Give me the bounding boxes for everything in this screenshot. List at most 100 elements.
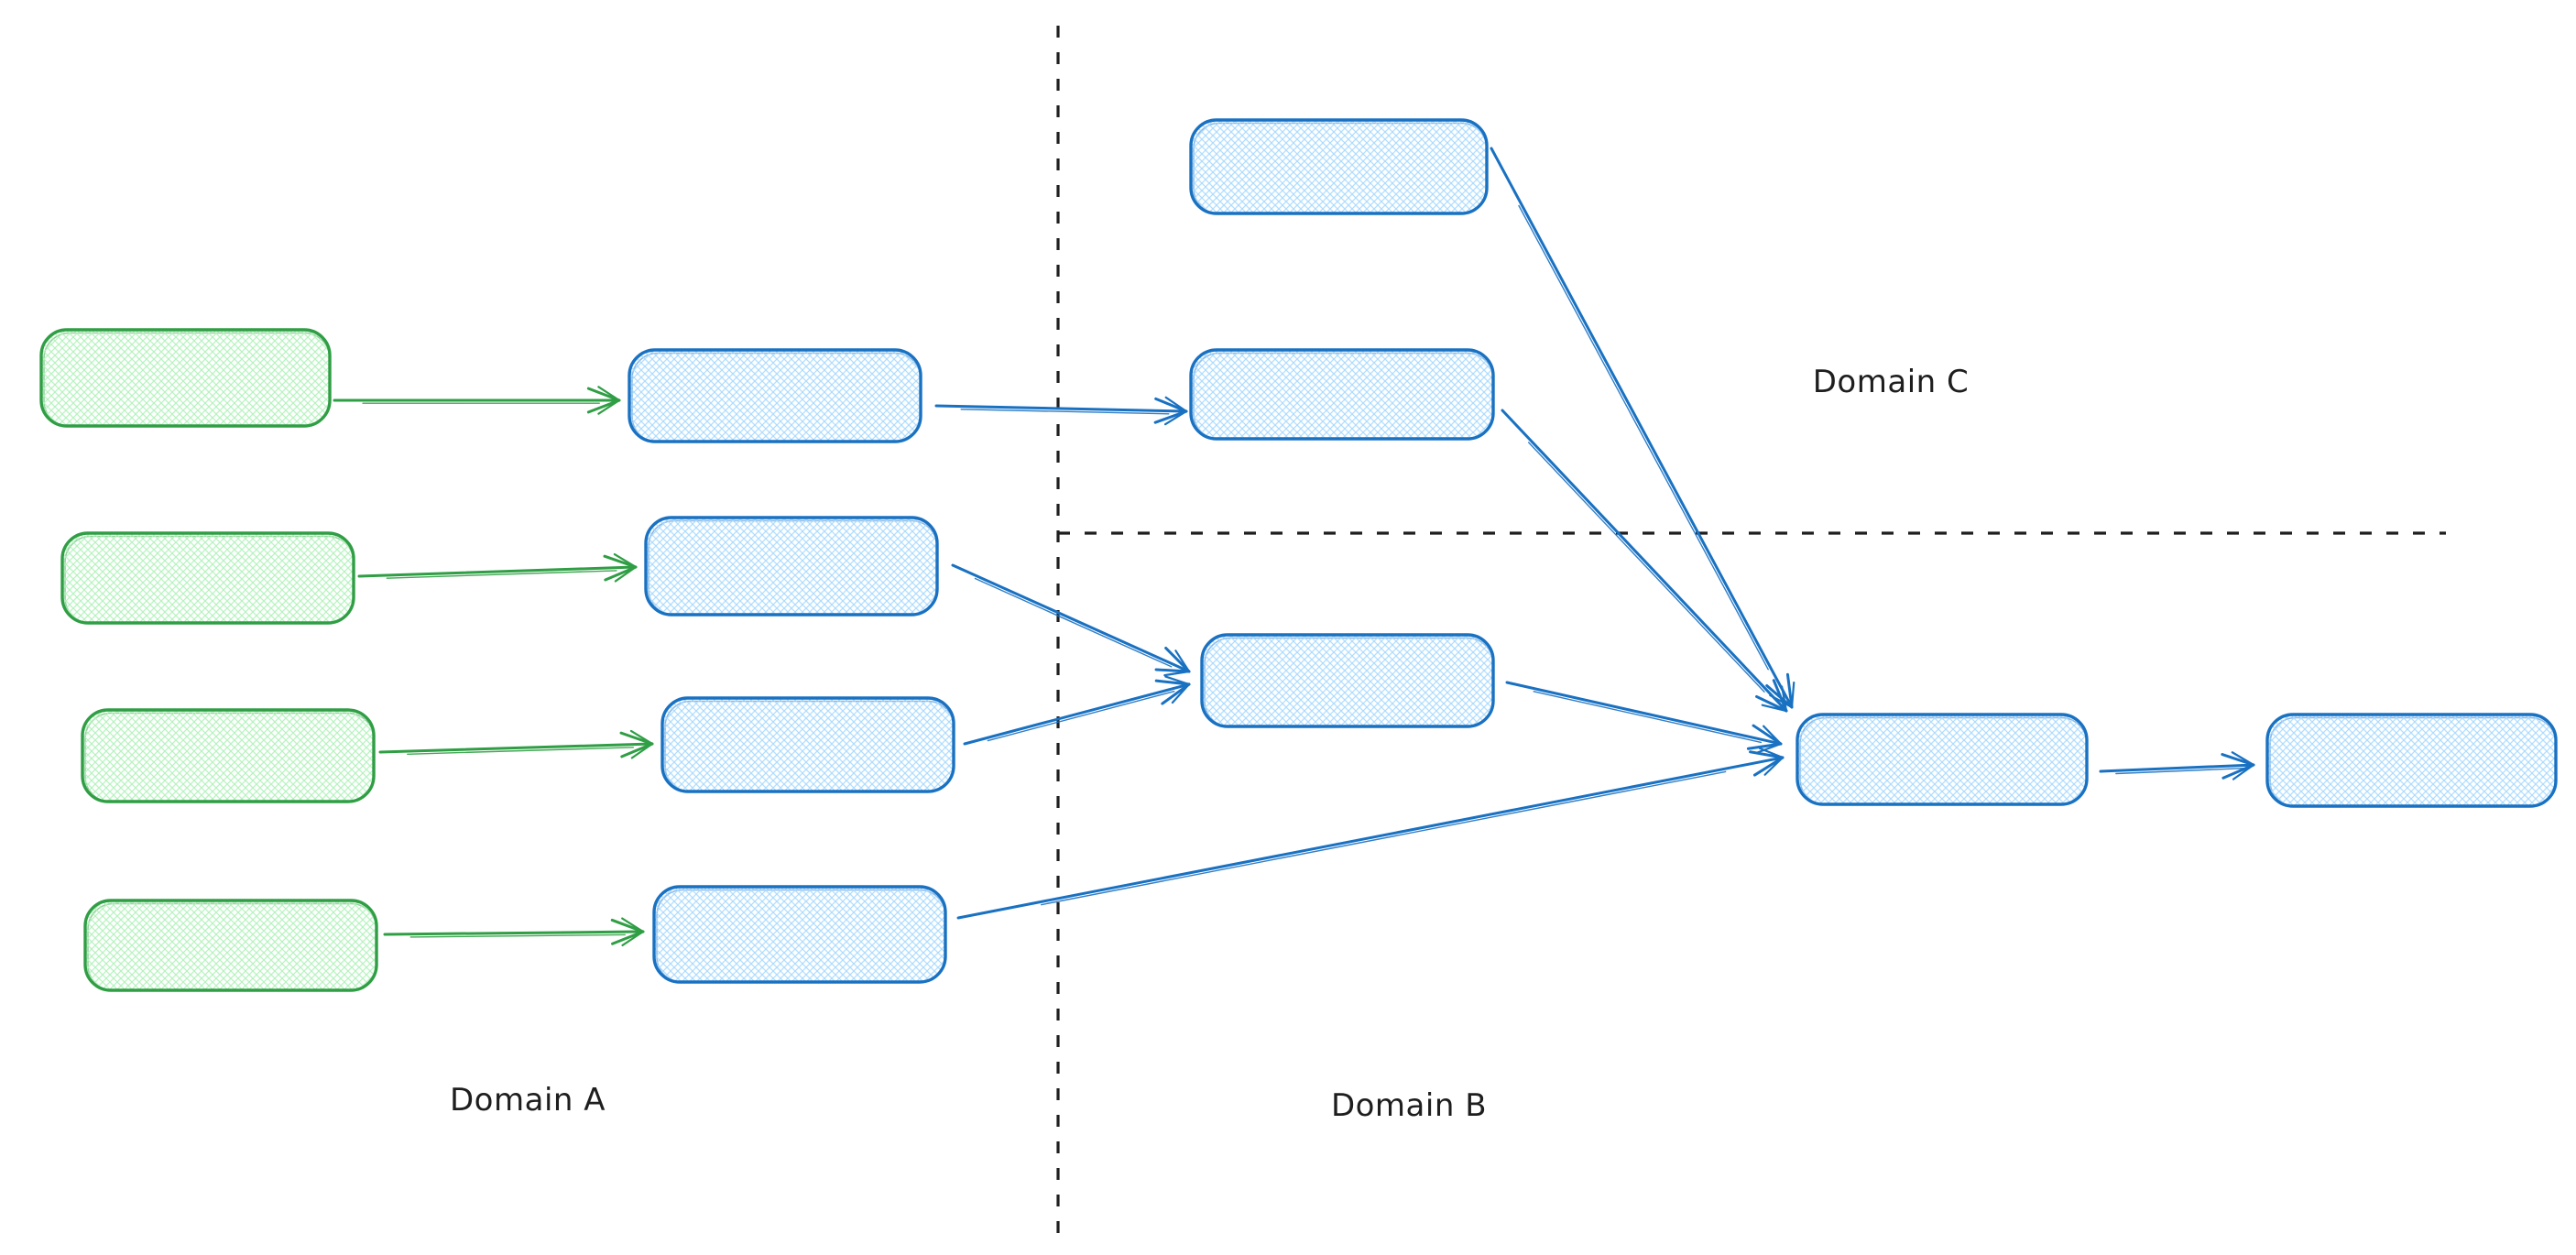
arrow-shaft-echo bbox=[974, 577, 1173, 668]
domain-b-middle[interactable] bbox=[1200, 633, 1495, 728]
arrow-head bbox=[1772, 679, 1788, 713]
node-shape bbox=[1189, 348, 1495, 441]
arrow-head bbox=[2221, 763, 2255, 780]
arrow-shaft bbox=[1505, 681, 1778, 745]
arrow-shaft bbox=[378, 742, 649, 754]
arrow-head bbox=[629, 729, 654, 746]
node-shape bbox=[652, 885, 947, 984]
arrow-head bbox=[2221, 753, 2255, 767]
arrow-shaft-echo bbox=[1533, 691, 1763, 744]
domain-a-stage-1[interactable] bbox=[628, 348, 922, 443]
node-shape bbox=[1189, 118, 1489, 215]
arrow-head bbox=[1164, 396, 1188, 413]
edge-stage2-middle[interactable] bbox=[951, 563, 1191, 677]
arrow-shaft bbox=[2099, 763, 2251, 773]
arrow-head bbox=[1161, 682, 1191, 705]
edge-hub-output[interactable] bbox=[2099, 751, 2255, 780]
arrow-head bbox=[1154, 679, 1191, 686]
edge-stage1-upper[interactable] bbox=[934, 396, 1188, 426]
arrow-head bbox=[614, 565, 638, 583]
arrow-head bbox=[1163, 409, 1188, 426]
arrow-head bbox=[1171, 682, 1191, 704]
arrow-head bbox=[619, 731, 654, 746]
edge-cnode-hub[interactable] bbox=[1490, 147, 1796, 709]
domain-a-source-4[interactable] bbox=[83, 899, 378, 992]
arrow-shaft-echo bbox=[1040, 770, 1727, 906]
domain-b-upper[interactable] bbox=[1189, 348, 1495, 441]
arrow-head bbox=[1174, 649, 1191, 673]
arrow-shaft-echo bbox=[960, 409, 1170, 415]
arrow-shaft bbox=[1490, 147, 1792, 705]
arrow-head bbox=[604, 565, 638, 582]
arrow-head bbox=[630, 742, 654, 759]
arrow-head bbox=[621, 930, 645, 947]
arrow-shaft-echo bbox=[386, 570, 617, 579]
arrow-shaft-echo bbox=[2115, 767, 2244, 775]
node-shape bbox=[39, 328, 332, 428]
domain-a-stage-4[interactable] bbox=[652, 885, 947, 984]
domain-a-source-1[interactable] bbox=[39, 328, 332, 428]
node-shape bbox=[660, 696, 955, 793]
arrow-head bbox=[1752, 724, 1783, 746]
arrow-head bbox=[1763, 756, 1785, 776]
arrow-shaft-echo bbox=[1518, 204, 1769, 671]
arrow-head bbox=[611, 930, 645, 945]
label-domain-b[interactable]: Domain B bbox=[1331, 1087, 1487, 1124]
arrow-head bbox=[1749, 750, 1785, 759]
node-shape bbox=[628, 348, 922, 443]
domain-a-stage-2[interactable] bbox=[644, 516, 939, 617]
edge-source2-stage2[interactable] bbox=[357, 552, 638, 583]
arrow-head bbox=[1781, 685, 1788, 713]
arrow-head bbox=[1164, 646, 1191, 673]
arrow-head bbox=[586, 398, 621, 414]
arrow-shaft bbox=[934, 404, 1184, 413]
edge-middle-hub[interactable] bbox=[1505, 681, 1783, 754]
arrow-shaft bbox=[1501, 409, 1785, 709]
domain-a-source-2[interactable] bbox=[60, 531, 355, 625]
arrow-head bbox=[1785, 672, 1794, 709]
arrow-head bbox=[1746, 742, 1783, 750]
arrow-shaft-echo bbox=[409, 933, 626, 938]
arrow-head bbox=[610, 918, 645, 933]
arrow-head bbox=[597, 386, 621, 402]
arrow-head bbox=[1763, 725, 1783, 746]
arrow-head bbox=[603, 554, 638, 569]
arrow-head bbox=[1153, 409, 1188, 424]
label-domain-c[interactable]: Domain C bbox=[1813, 364, 1969, 400]
label-domain-a[interactable]: Domain A bbox=[450, 1082, 606, 1119]
domain-b-hub[interactable] bbox=[1796, 713, 2089, 806]
domain-c-node[interactable] bbox=[1189, 118, 1489, 215]
arrow-head bbox=[2232, 763, 2255, 780]
arrow-head bbox=[586, 387, 621, 402]
arrow-head bbox=[1154, 397, 1188, 413]
edge-source4-stage4[interactable] bbox=[383, 917, 645, 947]
arrow-head bbox=[597, 398, 621, 415]
arrow-shaft-echo bbox=[407, 747, 635, 755]
domain-b-output[interactable] bbox=[2265, 713, 2558, 808]
edge-source1-stage1[interactable] bbox=[333, 386, 621, 415]
arrow-shaft bbox=[963, 683, 1186, 746]
edge-upper-hub[interactable] bbox=[1501, 409, 1788, 713]
node-shape bbox=[81, 708, 376, 803]
arrow-head bbox=[1154, 668, 1191, 673]
arrow-shaft bbox=[956, 757, 1780, 920]
edge-stage4-hub[interactable] bbox=[956, 747, 1785, 920]
arrow-head bbox=[1761, 704, 1788, 713]
arrow-head bbox=[621, 917, 645, 933]
node-shape bbox=[644, 516, 939, 617]
arrow-head bbox=[1164, 675, 1191, 686]
node-shape bbox=[1200, 633, 1495, 728]
arrow-head bbox=[1756, 742, 1783, 754]
arrow-shaft bbox=[951, 563, 1186, 671]
domain-a-source-3[interactable] bbox=[81, 708, 376, 803]
arrow-head bbox=[620, 742, 654, 758]
arrow-shaft-echo bbox=[987, 690, 1175, 742]
edge-source3-stage3[interactable] bbox=[378, 729, 654, 759]
arrow-head bbox=[613, 552, 638, 569]
node-shape bbox=[60, 531, 355, 625]
arrow-head bbox=[1755, 694, 1788, 713]
edge-stage3-middle[interactable] bbox=[963, 675, 1191, 746]
domain-a-stage-3[interactable] bbox=[660, 696, 955, 793]
